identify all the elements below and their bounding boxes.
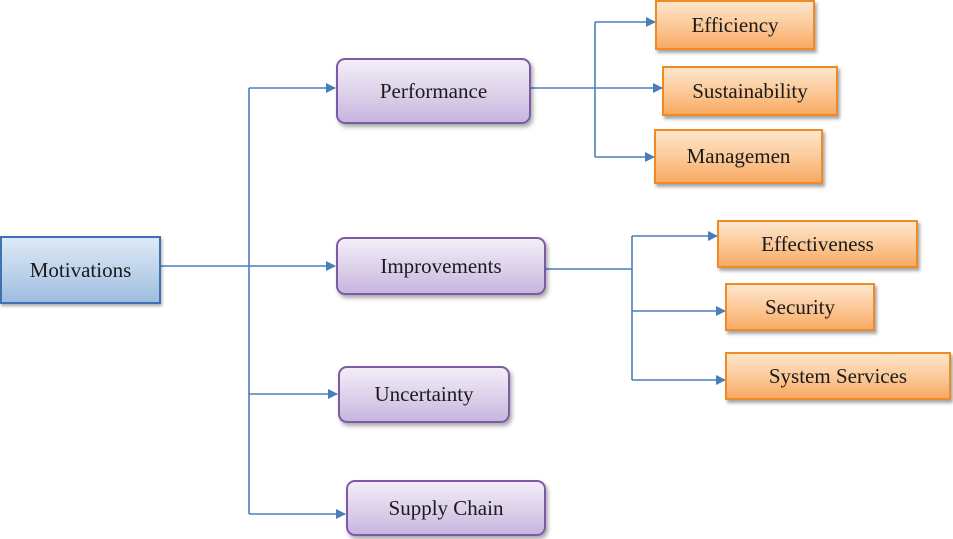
node-improvements-label: Improvements [380, 253, 502, 278]
node-security: Security [725, 283, 875, 331]
node-system-services-label: System Services [768, 363, 908, 388]
node-motivations: Motivations [0, 236, 161, 304]
node-effectiveness-label: Effectiveness [761, 231, 874, 256]
node-security-label: Security [765, 294, 835, 319]
node-system-services: System Services [725, 352, 951, 400]
node-supply-chain-label: Supply Chain [388, 495, 504, 520]
node-managemen: Managemen [654, 129, 823, 184]
node-efficiency: Efficiency [655, 0, 815, 50]
node-efficiency-label: Efficiency [691, 12, 779, 37]
node-performance: Performance [336, 58, 531, 124]
node-uncertainty-label: Uncertainty [374, 382, 474, 406]
node-improvements: Improvements [336, 237, 546, 295]
node-sustainability-label: Sustainability [692, 78, 808, 103]
node-uncertainty: Uncertainty [338, 366, 510, 423]
node-effectiveness: Effectiveness [717, 220, 918, 268]
node-supply-chain: Supply Chain [346, 480, 546, 536]
node-sustainability: Sustainability [662, 66, 838, 116]
node-performance-label: Performance [379, 78, 488, 103]
node-motivations-label: Motivations [29, 257, 132, 282]
node-managemen-label: Managemen [686, 144, 791, 168]
